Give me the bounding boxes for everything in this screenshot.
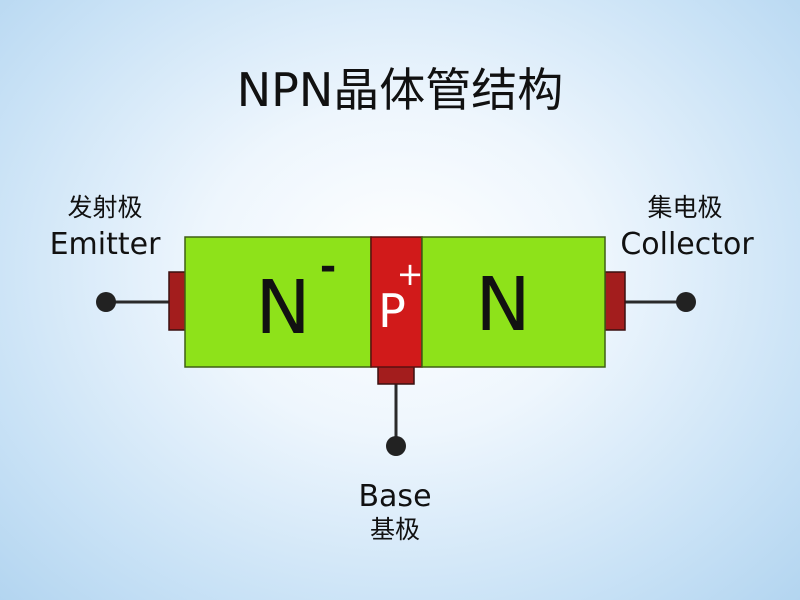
base-p-region — [370, 236, 423, 368]
emitter-label-en: Emitter — [49, 227, 161, 262]
collector-region-letter: N — [475, 262, 530, 348]
base-region-sign: + — [397, 255, 424, 293]
emitter-n-region — [184, 236, 372, 368]
base-terminal-dot — [386, 436, 406, 456]
diagram-title: NPN晶体管结构 — [236, 63, 564, 117]
base-region-letter: P — [378, 284, 406, 338]
base-label-en: Base — [358, 479, 432, 514]
emitter-region-letter: N — [255, 265, 310, 351]
collector-terminal-dot — [676, 292, 696, 312]
collector-n-region — [421, 236, 606, 368]
base-label-cn: 基极 — [369, 515, 420, 544]
collector-contact — [604, 271, 626, 331]
collector-label-cn: 集电极 — [647, 193, 723, 222]
base-contact — [377, 365, 415, 385]
collector-label-en: Collector — [620, 227, 754, 262]
emitter-region-sign: - — [320, 244, 337, 290]
emitter-terminal-dot — [96, 292, 116, 312]
emitter-label-cn: 发射极 — [67, 193, 143, 222]
